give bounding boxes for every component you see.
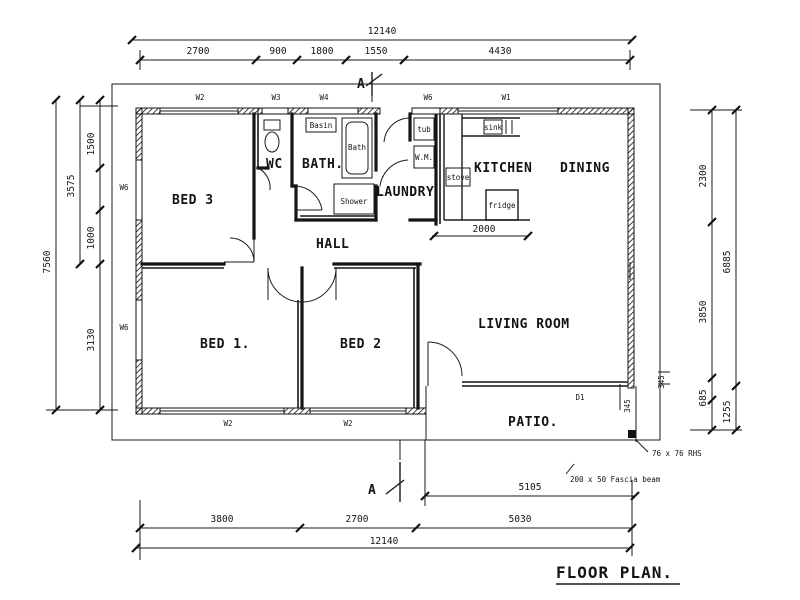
section-marker-bottom: A (368, 440, 405, 502)
patio: 345 76 x 76 RHS 200 x 50 Fascia beam (425, 384, 702, 484)
fixture-shower-label: Shower (340, 197, 368, 206)
window-w2-bed2-label: W2 (343, 419, 352, 428)
dim-left-3: 3130 (86, 328, 97, 351)
annotation-post: 76 x 76 RHS (652, 449, 702, 458)
room-bath-label: BATH. (302, 157, 344, 172)
dim-patio-small: 345 (623, 399, 632, 413)
room-patio-label: PATIO. (508, 415, 558, 430)
right-dimensions: 2300 3850 685 6885 1255 345 (657, 105, 742, 435)
walls (135, 107, 635, 415)
dim-right-2: 3850 (698, 300, 709, 323)
dim-top-1: 2700 (187, 46, 210, 57)
dim-top-3: 1800 (311, 46, 334, 57)
dim-top-5: 4430 (489, 46, 512, 57)
window-w3-label: W3 (271, 93, 280, 102)
left-dimensions: 7560 3575 1500 1000 3130 (42, 95, 118, 415)
windows: W2 W3 W4 W6 W1 W6 W6 W2 W2 D1 (119, 93, 631, 428)
room-hall-label: HALL (316, 237, 349, 252)
dim-left-upper: 3575 (66, 175, 77, 198)
window-w6-bed3-label: W6 (119, 183, 129, 192)
fixture-stove-label: stove (447, 173, 470, 182)
doors (224, 117, 463, 386)
dim-bottom-3: 5030 (509, 514, 532, 525)
dim-right-1: 2300 (698, 164, 709, 187)
dim-left-1: 1500 (86, 132, 97, 155)
room-laundry-label: LAUNDRY (376, 185, 434, 200)
dim-top-total: 12140 (368, 26, 397, 37)
window-w2-bed1-label: W2 (223, 419, 232, 428)
window-w4-label: W4 (319, 93, 329, 102)
dim-bottom-2: 2700 (346, 514, 369, 525)
fixture-bath-label: Bath (348, 143, 366, 152)
dim-right-total: 6885 (722, 251, 733, 274)
fixture-wm-label: W.M. (415, 153, 433, 162)
dim-left-2: 1000 (86, 226, 97, 249)
drawing-title: FLOOR PLAN. (556, 563, 673, 582)
room-labels: BED 3 WC BATH. LAUNDRY KITCHEN DINING HA… (172, 157, 610, 430)
window-w6-laundry-label: W6 (423, 93, 433, 102)
window-w1-label: W1 (501, 93, 510, 102)
room-bed2-label: BED 2 (340, 337, 382, 352)
door-d1-label: D1 (575, 393, 584, 402)
dim-right-small: 345 (657, 375, 666, 389)
fixtures: Basin Bath Shower tub W.M. stove sink fr… (263, 114, 533, 241)
room-dining-label: DINING (560, 161, 610, 176)
room-wc-label: WC (266, 157, 283, 172)
dim-bench: 2000 (473, 224, 496, 235)
fixture-tub-label: tub (417, 125, 431, 134)
window-w2-bed3-label: W2 (195, 93, 204, 102)
dim-bottom-patio: 5105 (519, 482, 542, 493)
fixture-basin-label: Basin (310, 121, 333, 130)
bottom-dimensions: 5105 3800 2700 5030 12140 (131, 440, 640, 560)
dim-right-4: 1255 (722, 401, 733, 424)
dim-bottom-total: 12140 (370, 536, 399, 547)
annotation-beam: 200 x 50 Fascia beam (570, 475, 661, 484)
section-label-bottom: A (368, 483, 376, 498)
dim-right-3: 685 (698, 389, 709, 406)
room-bed3-label: BED 3 (172, 193, 214, 208)
room-bed1-label: BED 1. (200, 337, 250, 352)
dim-bottom-1: 3800 (211, 514, 234, 525)
room-kitchen-label: KITCHEN (474, 161, 532, 176)
dim-top-4: 1550 (365, 46, 388, 57)
section-marker-top: A (357, 72, 383, 102)
window-w6-bed1-label: W6 (119, 323, 129, 332)
dim-top-2: 900 (269, 46, 286, 57)
fixture-sink-label: sink (484, 123, 503, 132)
dim-left-total: 7560 (42, 250, 53, 273)
fixture-fridge-label: fridge (488, 201, 516, 210)
room-living-label: LIVING ROOM (478, 317, 570, 332)
top-dimensions: 12140 2700 900 1800 1550 4430 (127, 26, 637, 70)
